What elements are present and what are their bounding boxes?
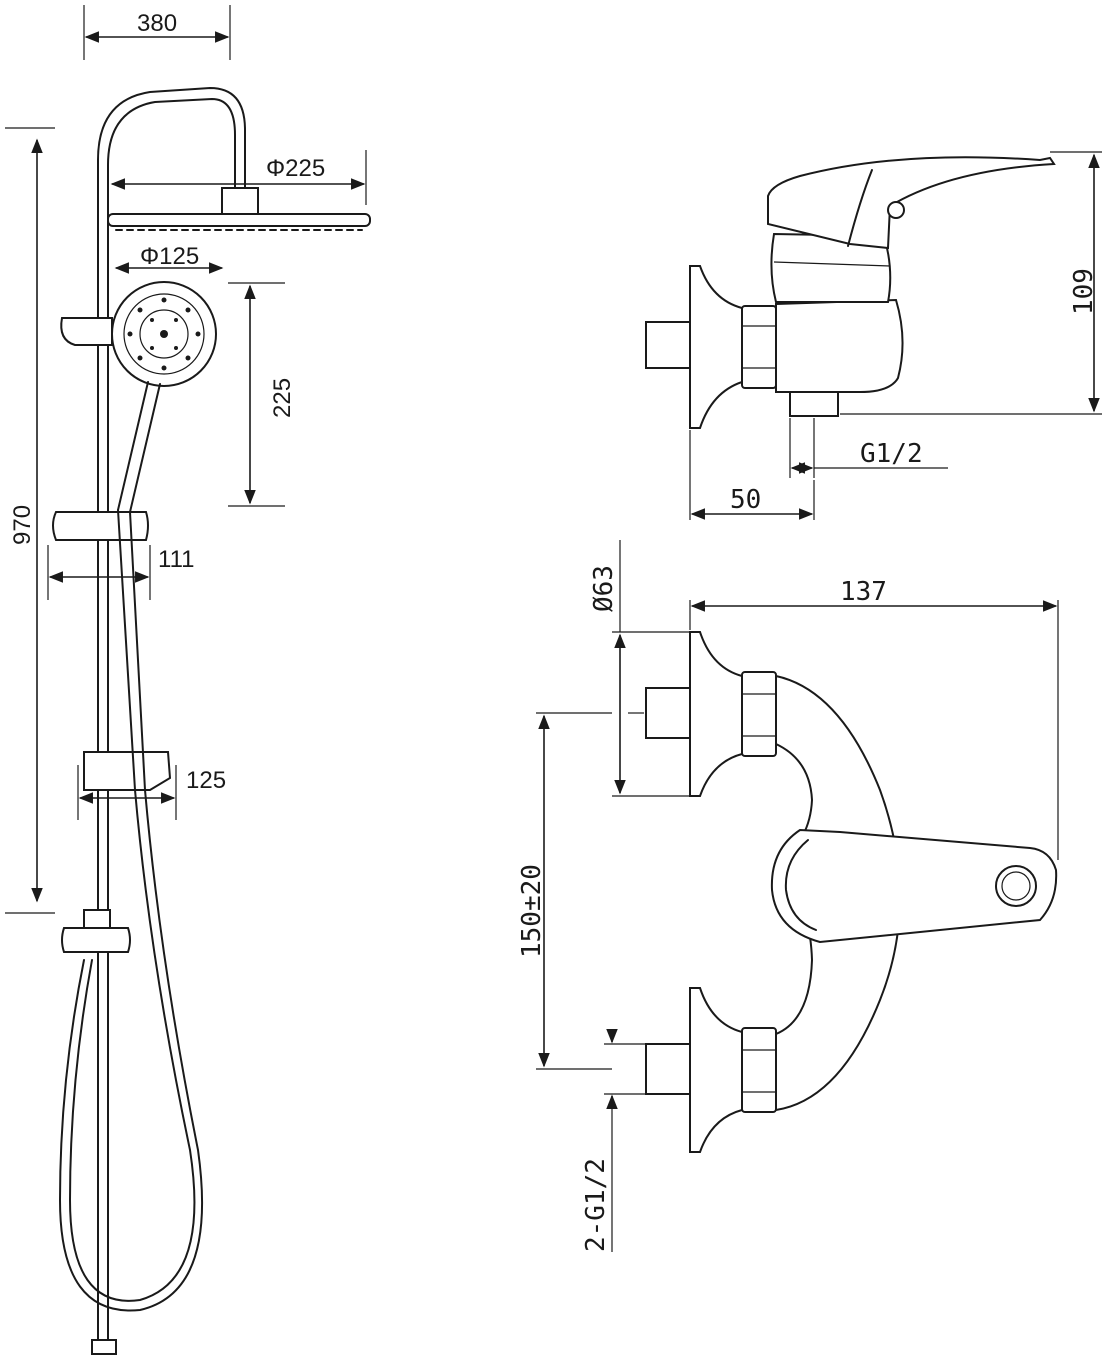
hose-inner (59, 511, 204, 1312)
dim-rail-width: 380 (137, 10, 177, 37)
side-inlet-stub (645, 321, 691, 369)
side-flange (689, 265, 743, 429)
top-flange-lower (689, 987, 743, 1153)
dim-side-depth: 50 (730, 485, 761, 515)
hose (69, 509, 196, 1302)
dim-top-width: 137 (840, 577, 887, 607)
shower-set-drawing: 380 Φ225 Φ125 225 970 111 125 (5, 5, 371, 1355)
dim-total-height: 970 (9, 505, 36, 545)
dim-inlet-thread: 2-G1/2 (581, 1158, 611, 1252)
mixer-top-view: Ø63 137 150±20 2-G1/2 (517, 540, 1059, 1252)
dim-hand-height: 225 (269, 378, 296, 418)
rain-head (107, 213, 371, 227)
side-cartridge (770, 232, 892, 303)
top-inlet-lower (645, 1043, 691, 1095)
rail-pipe-inner (107, 98, 236, 1351)
side-hex-nut (741, 305, 777, 389)
dim-inlet-centers: 150±20 (517, 864, 547, 958)
dim-side-height: 109 (1069, 268, 1099, 315)
lower-bracket (52, 511, 149, 541)
dim-flange-diameter: Ø63 (589, 565, 619, 612)
head-connector (221, 187, 259, 215)
top-nut-upper (741, 671, 777, 757)
side-lever (767, 156, 1056, 250)
dim-shelf-depth: 125 (186, 767, 226, 794)
dim-side-thread: G1/2 (860, 439, 923, 469)
top-flange-upper (689, 631, 743, 797)
bottom-bracket (61, 927, 131, 953)
bottom-connector (83, 909, 111, 929)
top-inlet-upper (645, 687, 691, 739)
dim-head-diameter: Φ225 (266, 155, 325, 182)
dim-hand-diameter: Φ125 (140, 243, 199, 270)
soap-shelf (83, 751, 172, 791)
side-outlet (789, 391, 839, 417)
top-lever (770, 828, 1058, 944)
top-nut-lower (741, 1027, 777, 1113)
rail-pipe-outer (97, 87, 246, 1351)
dim-bracket-depth: 111 (158, 546, 194, 573)
side-body (775, 298, 904, 393)
upper-bracket (60, 317, 113, 346)
mixer-side-view: 109 G1/2 50 (645, 151, 1102, 520)
hose-end (91, 1339, 117, 1355)
hand-shower (111, 281, 217, 513)
